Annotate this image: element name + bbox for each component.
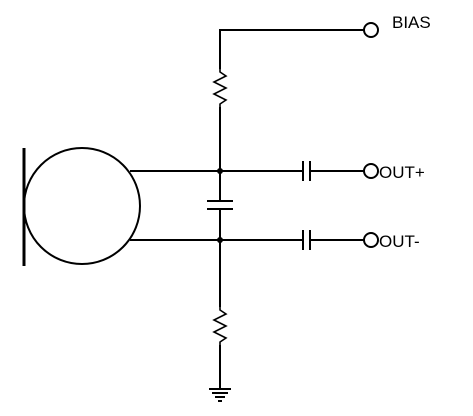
microphone-circle [23, 147, 141, 265]
out-plus-terminal[interactable] [363, 163, 379, 179]
out-plus-label: OUT+ [379, 163, 425, 182]
ground-resistor [212, 239, 228, 389]
bias-resistor [212, 68, 228, 172]
bias-wire [219, 29, 365, 69]
ground-icon [209, 388, 231, 402]
out-minus-label: OUT- [379, 232, 420, 251]
out-minus-terminal[interactable] [363, 232, 379, 248]
out-plus-branch [219, 161, 365, 181]
center-capacitor [207, 170, 233, 241]
bias-label: BIAS [392, 13, 431, 32]
out-minus-branch [219, 230, 365, 250]
microphone-capsule [22, 147, 141, 266]
bias-terminal[interactable] [363, 22, 379, 38]
